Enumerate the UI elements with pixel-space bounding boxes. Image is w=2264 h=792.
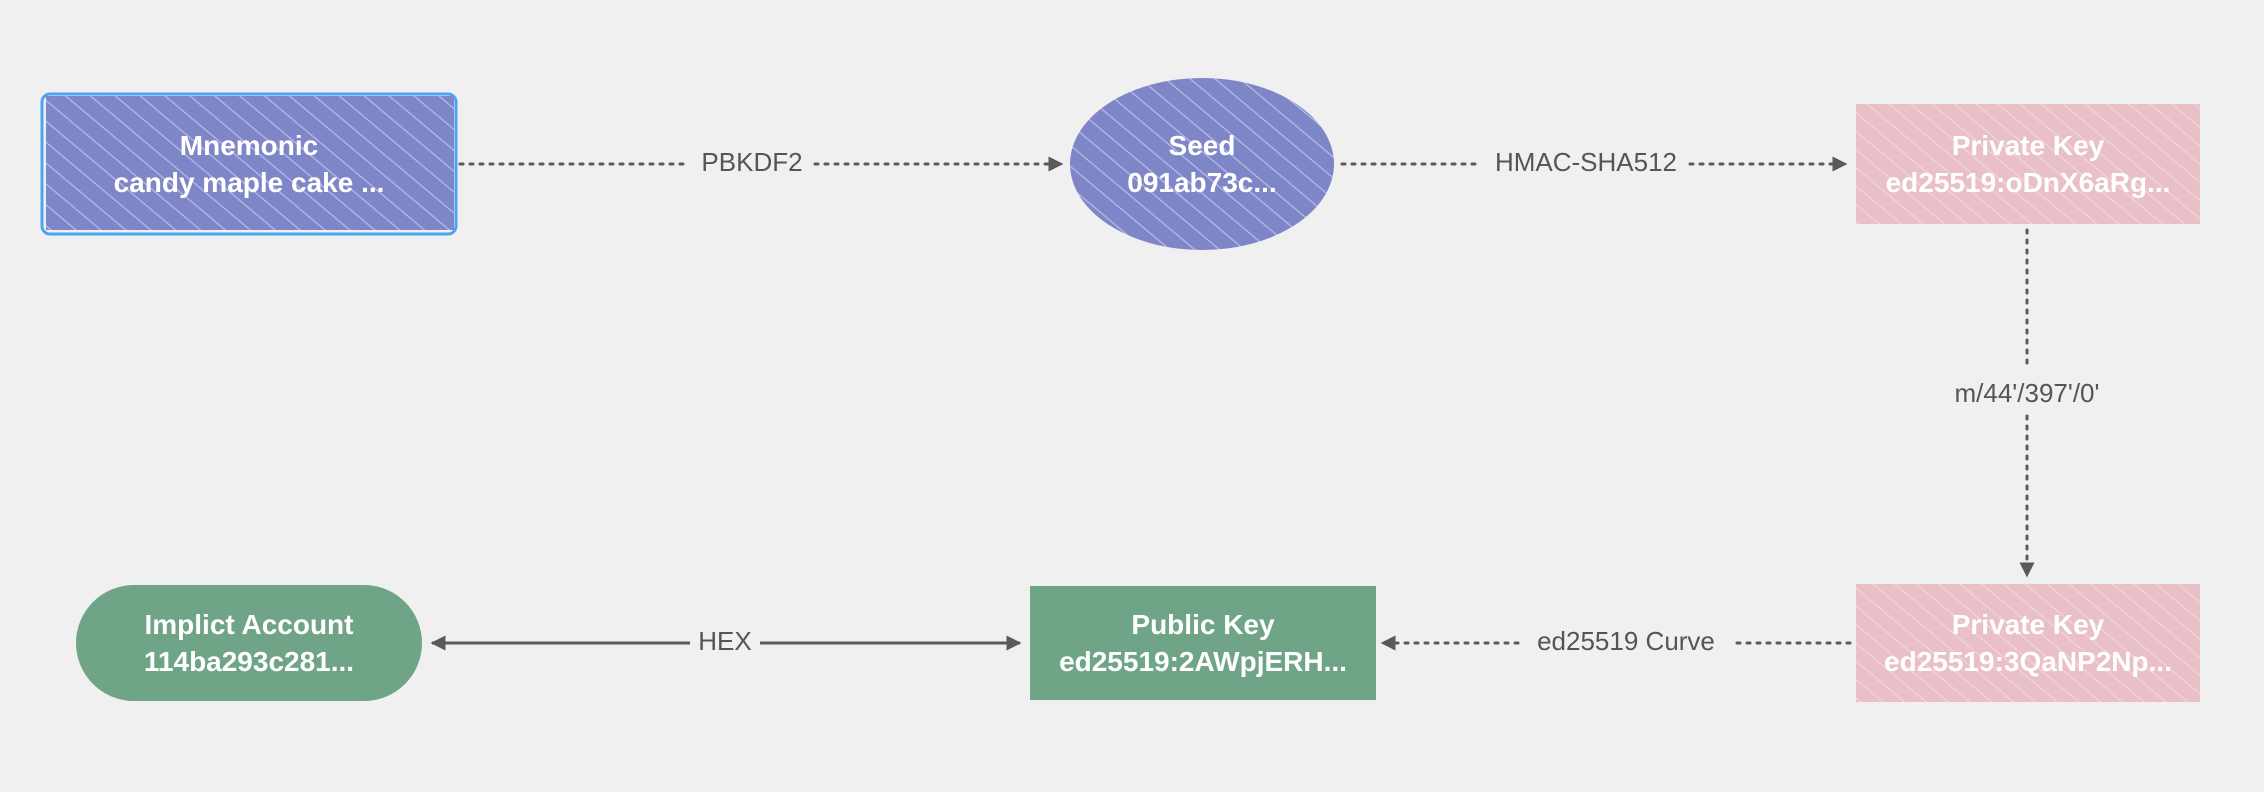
node-public-key-value: ed25519:2AWpjERH... <box>1059 646 1347 677</box>
edge-hex: HEX <box>430 623 1022 658</box>
selection-outline <box>40 92 458 236</box>
node-seed-value: 091ab73c... <box>1127 167 1276 198</box>
node-seed-title: Seed <box>1169 130 1236 161</box>
edge-label-background <box>1531 623 1721 658</box>
edge-label-hmac: HMAC-SHA512 <box>1495 147 1677 177</box>
node-private-key-1-shape <box>1856 104 2200 224</box>
edge-label-background <box>1488 144 1684 179</box>
edge-hmac: HMAC-SHA512 <box>1340 144 1848 179</box>
edge-label-curve: ed25519 Curve <box>1537 626 1715 656</box>
node-implicit-account[interactable]: Implict Account 114ba293c281... <box>76 585 422 701</box>
edge-label-background <box>695 144 809 179</box>
edge-label-pbkdf2: PBKDF2 <box>701 147 802 177</box>
node-private-key-1-value: ed25519:oDnX6aRg... <box>1886 167 2171 198</box>
edge-curve: ed25519 Curve <box>1380 623 1852 658</box>
node-private-key-1[interactable]: Private Key ed25519:oDnX6aRg... <box>1856 104 2200 224</box>
node-private-key-2-title: Private Key <box>1952 609 2105 640</box>
node-mnemonic[interactable]: Mnemonic candy maple cake ... <box>40 92 458 236</box>
node-public-key-shape <box>1030 586 1376 700</box>
node-mnemonic-shape <box>46 96 454 230</box>
edge-label-path: m/44'/397'/0' <box>1955 378 2100 408</box>
node-private-key-1-title: Private Key <box>1952 130 2105 161</box>
edge-label-background <box>1948 375 2106 410</box>
node-private-key-2-shape <box>1856 584 2200 702</box>
edge-label-background <box>692 623 758 658</box>
node-seed-shape <box>1070 78 1334 250</box>
node-account-shape <box>76 585 422 701</box>
node-mnemonic-title: Mnemonic <box>180 130 318 161</box>
node-mnemonic-value: candy maple cake ... <box>114 167 385 198</box>
node-private-key-2[interactable]: Private Key ed25519:3QaNP2Np... <box>1856 584 2200 702</box>
edge-label-hex: HEX <box>698 626 751 656</box>
node-account-title: Implict Account <box>145 609 354 640</box>
node-account-value: 114ba293c281... <box>144 646 354 677</box>
node-public-key-title: Public Key <box>1131 609 1275 640</box>
edge-pbkdf2: PBKDF2 <box>458 144 1064 179</box>
node-seed[interactable]: Seed 091ab73c... <box>1070 78 1334 250</box>
edge-derivation-path: m/44'/397'/0' <box>1948 228 2106 578</box>
node-private-key-2-value: ed25519:3QaNP2Np... <box>1884 646 2172 677</box>
node-public-key[interactable]: Public Key ed25519:2AWpjERH... <box>1030 586 1376 700</box>
